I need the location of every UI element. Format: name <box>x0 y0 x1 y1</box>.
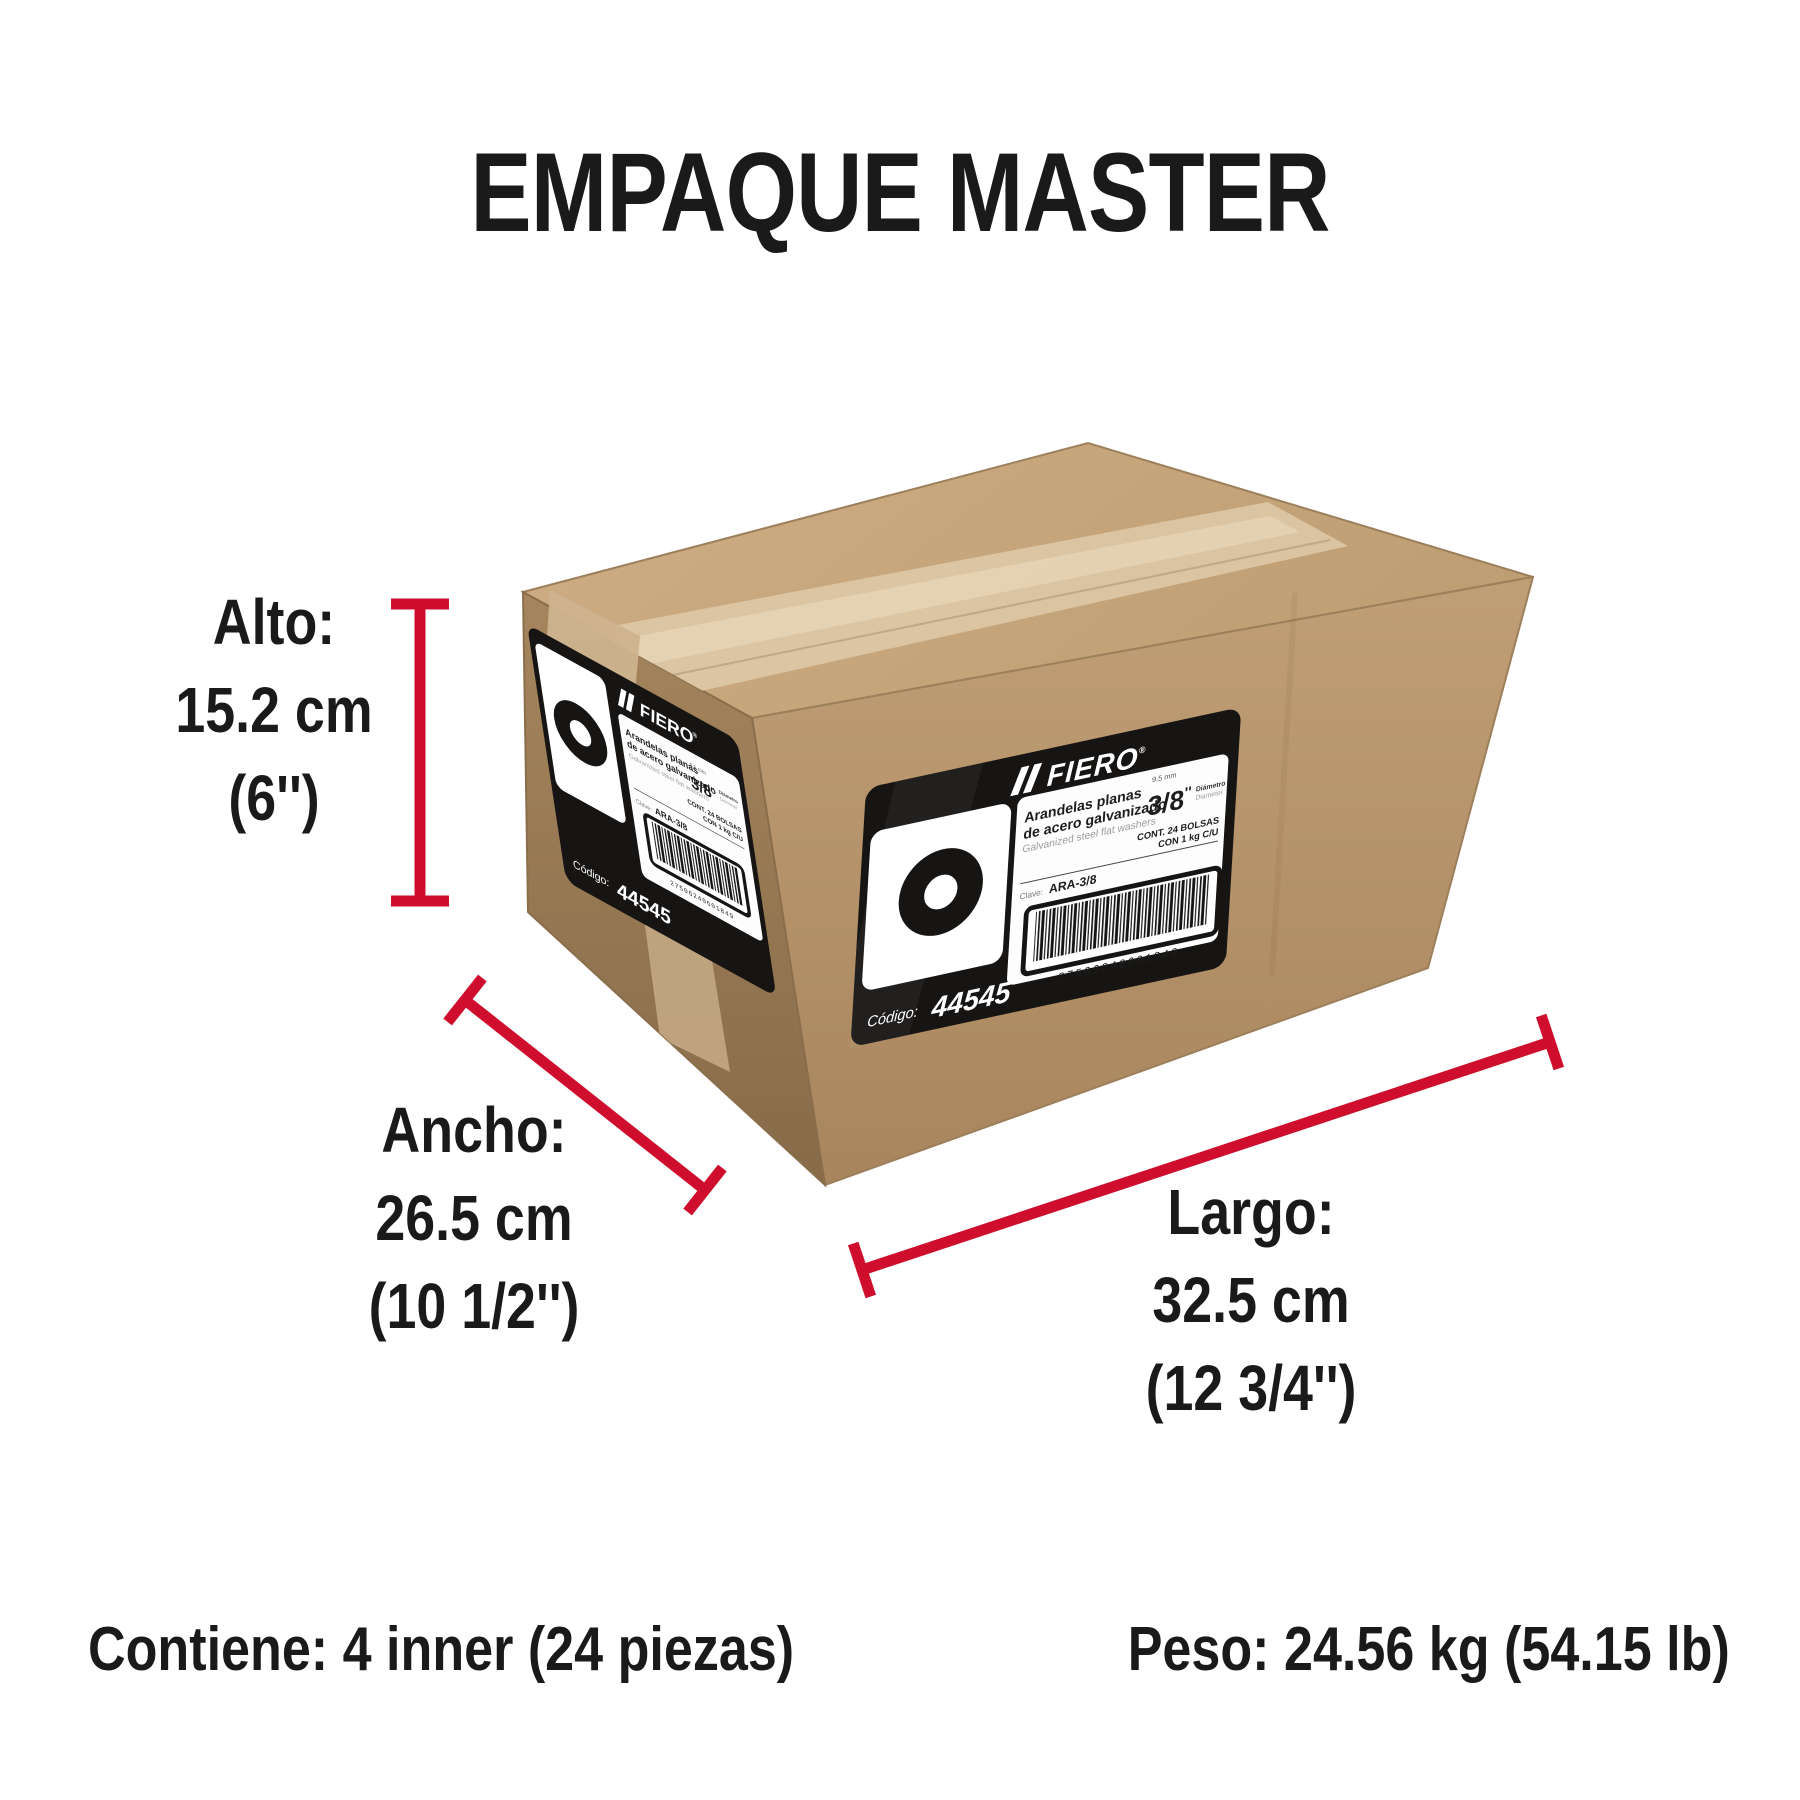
contiene-text: Contiene: 4 inner (24 piezas) <box>88 1614 929 1685</box>
page-title: EMPAQUE MASTER <box>470 130 1330 255</box>
alto-imperial: (6'') <box>228 762 320 834</box>
peso-label: Peso: <box>1127 1615 1270 1684</box>
cardboard-box: FIERO® Arandelas planas de acero galvani… <box>520 441 1535 1188</box>
largo-label: Largo: <box>1167 1176 1335 1248</box>
ancho-dimension: Ancho: 26.5 cm (10 1/2'') <box>314 1086 634 1350</box>
contiene-label: Contiene: <box>88 1615 329 1684</box>
alto-label: Alto: <box>212 586 336 658</box>
washer-icon <box>553 700 608 767</box>
washer-pictogram <box>862 804 1012 990</box>
peso-value: 24.56 kg (54.15 lb) <box>1284 1615 1730 1684</box>
packing-tape-top-highlight <box>575 516 1300 672</box>
contiene-value: 4 inner (24 piezas) <box>342 1615 795 1684</box>
alto-metric: 15.2 cm <box>175 674 373 746</box>
ancho-dimension-line <box>443 974 727 1216</box>
largo-imperial: (12 3/4'') <box>1145 1352 1357 1424</box>
largo-dimension: Largo: 32.5 cm (12 3/4'') <box>1086 1168 1416 1432</box>
size-inch-mark: '' <box>710 785 715 797</box>
label-info-panel: Arandelas planas de acero galvanizado Ga… <box>1006 754 1229 985</box>
barcode <box>643 813 751 918</box>
registered-mark: ® <box>1139 744 1147 756</box>
side-product-label: FIERO® Arandelas planas de acero galvani… <box>528 628 775 993</box>
largo-metric: 32.5 cm <box>1152 1264 1350 1336</box>
ancho-metric: 26.5 cm <box>375 1182 573 1254</box>
barcode <box>1020 865 1223 977</box>
front-product-label: FIERO® Arandelas planas de acero galvani… <box>850 709 1241 1048</box>
ancho-imperial: (10 1/2'') <box>368 1270 580 1342</box>
alto-dimension: Alto: 15.2 cm (6'') <box>114 578 434 842</box>
peso-text: Peso: 24.56 kg (54.15 lb) <box>1013 1614 1730 1685</box>
label-info-panel: Arandelas planas de acero galvanizado Ga… <box>618 714 763 941</box>
size-inch-mark: '' <box>1184 784 1192 802</box>
registered-mark: ® <box>692 730 698 741</box>
ancho-label: Ancho: <box>381 1094 567 1166</box>
alto-dimension-line <box>391 598 449 907</box>
washer-icon <box>898 848 983 936</box>
largo-dimension-line <box>847 1013 1565 1299</box>
